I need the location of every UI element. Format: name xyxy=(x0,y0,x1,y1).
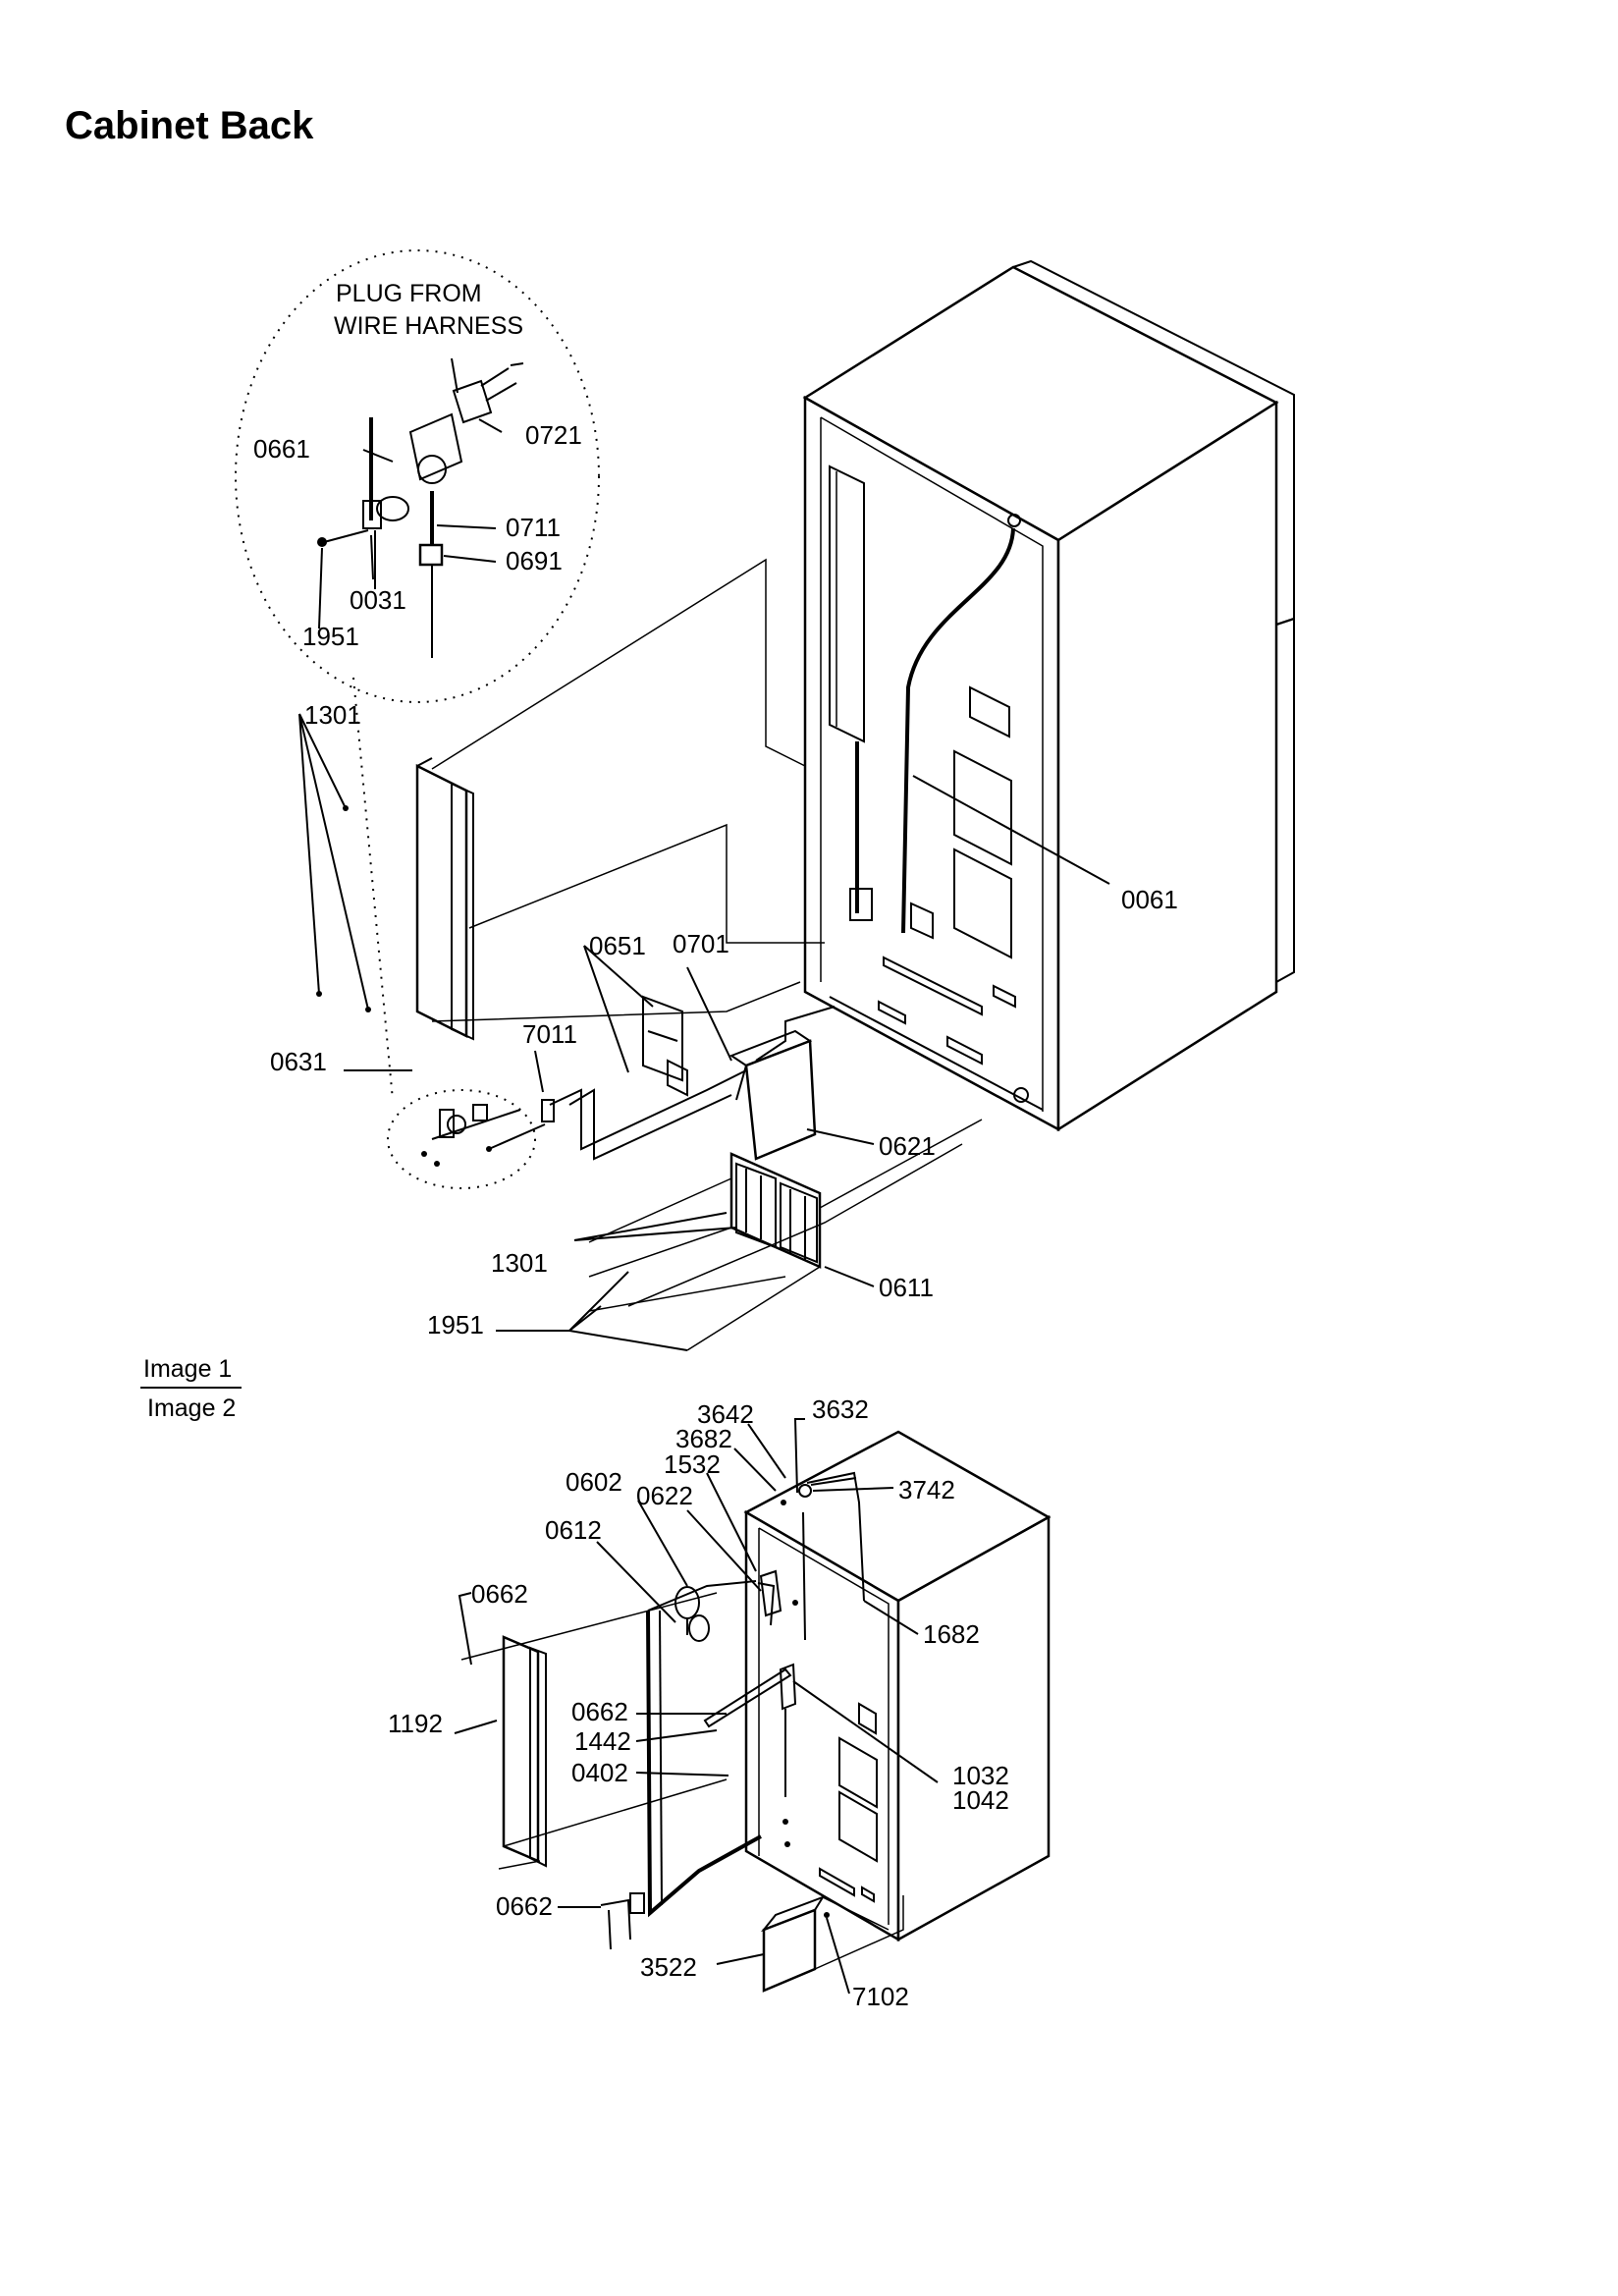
part-label-0651: 0651 xyxy=(589,931,646,960)
compressor-cover-2 xyxy=(760,1895,904,1993)
part-label-0721: 0721 xyxy=(525,420,582,450)
inset-caption-line1: PLUG FROM xyxy=(336,280,482,307)
part-label-0602: 0602 xyxy=(566,1467,622,1497)
part-label-1032: 1032 xyxy=(952,1761,1009,1790)
inset-caption-line2: WIRE HARNESS xyxy=(334,312,523,340)
alignment-lines xyxy=(352,558,825,1101)
part-label-3642: 3642 xyxy=(697,1399,754,1429)
part-label-7102: 7102 xyxy=(852,1982,909,2011)
image2-label: Image 2 xyxy=(147,1394,236,1422)
part-label-1951-inset: 1951 xyxy=(302,622,359,651)
part-label-0662-top: 0662 xyxy=(471,1579,528,1609)
part-label-7011: 7011 xyxy=(522,1019,577,1049)
part-label-3682: 3682 xyxy=(675,1424,732,1453)
image1-part-labels: 0721 0661 0711 0691 0031 1951 1301 0061 … xyxy=(253,420,1178,1339)
valve-small-inset xyxy=(387,1089,555,1189)
part-label-0662-mid: 0662 xyxy=(571,1697,628,1726)
image2-part-labels: 3642 3632 3682 1532 3742 0602 0622 0612 … xyxy=(388,1394,1009,2011)
part-label-0612: 0612 xyxy=(545,1515,602,1545)
part-label-0701: 0701 xyxy=(673,929,729,958)
part-label-0661: 0661 xyxy=(253,434,310,464)
part-label-0611: 0611 xyxy=(879,1273,934,1302)
part-label-1192: 1192 xyxy=(388,1709,443,1738)
page-title: Cabinet Back xyxy=(65,104,314,147)
part-label-0662-bottom: 0662 xyxy=(496,1891,553,1921)
image-labels: Image 1 Image 2 xyxy=(140,1355,242,1422)
part-label-3522: 3522 xyxy=(640,1952,697,1982)
image1-label: Image 1 xyxy=(143,1355,232,1383)
refrigerator-cabinet-2 xyxy=(646,1430,1052,1942)
part-label-1301-top: 1301 xyxy=(304,700,361,730)
part-label-3632: 3632 xyxy=(812,1394,869,1424)
water-valve-inset: PLUG FROM WIRE HARNESS xyxy=(235,249,600,703)
part-label-0631: 0631 xyxy=(270,1047,327,1076)
part-label-1532: 1532 xyxy=(664,1449,721,1479)
part-label-1682: 1682 xyxy=(923,1619,980,1649)
part-label-1442: 1442 xyxy=(574,1726,631,1756)
compressor-cover-grille xyxy=(588,1119,983,1351)
image2-leader-lines xyxy=(454,1418,939,1995)
image2-diagram: 3642 3632 3682 1532 3742 0602 0622 0612 … xyxy=(388,1394,1052,2011)
refrigerator-cabinet xyxy=(802,259,1295,1132)
part-label-0031: 0031 xyxy=(350,585,406,615)
part-label-0622: 0622 xyxy=(636,1481,693,1510)
access-panel-2 xyxy=(460,1592,728,1870)
bracket-assembly xyxy=(549,995,836,1161)
image1-leader-lines xyxy=(298,418,1110,1351)
part-label-1951-bottom: 1951 xyxy=(427,1310,484,1339)
image1-diagram: PLUG FROM WIRE HARNESS xyxy=(235,249,1295,1351)
part-label-0691: 0691 xyxy=(506,546,563,575)
part-label-1301-bottom: 1301 xyxy=(491,1248,548,1278)
access-panel xyxy=(415,757,474,1041)
part-label-0621: 0621 xyxy=(879,1131,936,1161)
part-label-1042: 1042 xyxy=(952,1785,1009,1815)
part-label-3742: 3742 xyxy=(898,1475,955,1504)
part-label-0061: 0061 xyxy=(1121,885,1178,914)
part-label-0711: 0711 xyxy=(506,513,561,542)
part-label-0402: 0402 xyxy=(571,1758,628,1787)
clip-0662 xyxy=(600,1892,645,1950)
